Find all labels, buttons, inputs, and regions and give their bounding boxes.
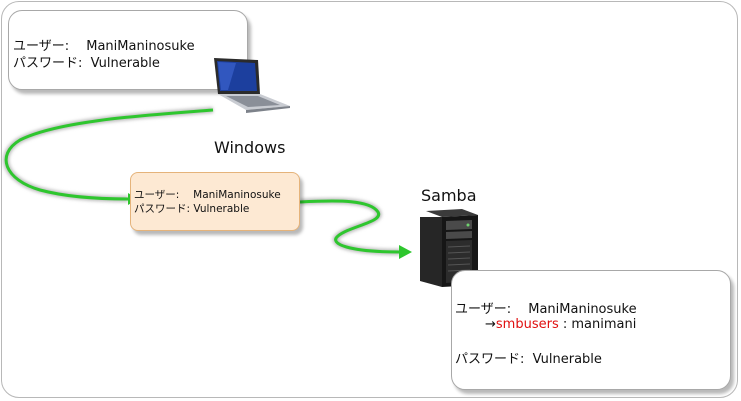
client-user-line: ユーザー: ManiManinosuke xyxy=(13,39,195,54)
user-mapping-line: →smbusers : manimani xyxy=(485,317,636,332)
mapping-arrow: → xyxy=(485,317,496,332)
arrow-transit-to-server xyxy=(299,198,412,259)
client-credentials-card: ユーザー: ManiManinosuke パスワード: Vulnerable xyxy=(8,10,248,90)
transit-password-line: パスワード: Vulnerable xyxy=(134,203,250,215)
transmitted-credentials-card: ユーザー: ManiManinosuke パスワード: Vulnerable xyxy=(130,172,300,231)
smbusers-label: smbusers xyxy=(495,317,559,332)
server-user-line: ユーザー: ManiManinosuke xyxy=(455,302,637,317)
server-password-line: パスワード: Vulnerable xyxy=(455,352,602,367)
laptop-icon xyxy=(214,58,290,113)
server-credentials-card: ユーザー: ManiManinosuke →smbusers : maniman… xyxy=(451,270,731,390)
transit-user-line: ユーザー: ManiManinosuke xyxy=(134,189,281,201)
server-label: Samba xyxy=(421,186,477,205)
client-label: Windows xyxy=(214,138,286,157)
mapped-user: : manimani xyxy=(558,317,637,332)
client-password-line: パスワード: Vulnerable xyxy=(13,56,160,71)
